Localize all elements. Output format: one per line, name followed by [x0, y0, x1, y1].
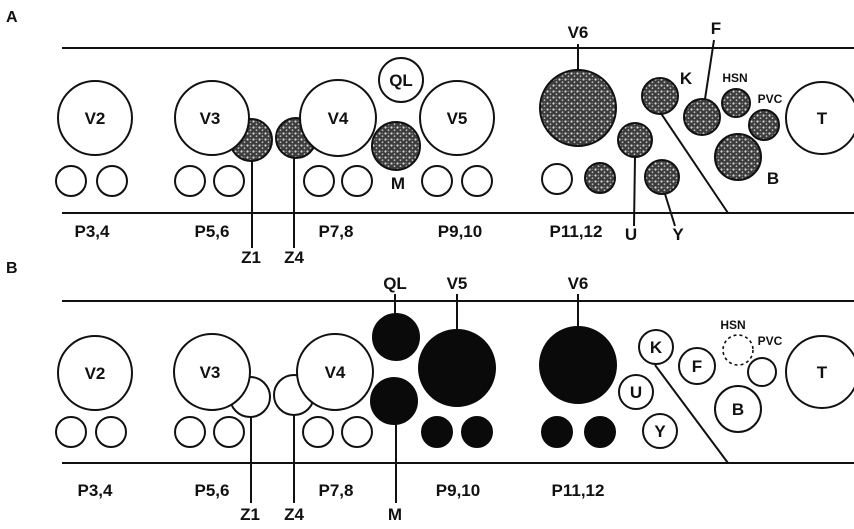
cell-p12-a: [585, 163, 615, 193]
cell-p7-b: [303, 417, 333, 447]
panel-a-p-label-1: P3,4: [75, 222, 111, 241]
cell-m-label: M: [391, 174, 405, 193]
panel-a-p-label-5: P11,12: [550, 222, 603, 241]
cell-t-label: T: [817, 109, 828, 128]
panel-b-p-label-2: P5,6: [195, 481, 230, 500]
cell-p8-b: [342, 417, 372, 447]
cell-v4-label: V4: [328, 109, 349, 128]
cell-ql-label: QL: [389, 71, 413, 90]
cell-v3-label: V3: [200, 109, 221, 128]
cell-ql-b-label: QL: [383, 274, 407, 293]
cell-t-b-label: T: [817, 363, 828, 382]
cell-p10-a: [462, 166, 492, 196]
cell-b-label: B: [767, 169, 779, 188]
cell-v2-label: V2: [85, 109, 106, 128]
cell-z4-label: Z4: [284, 248, 304, 267]
cell-z1-label: Z1: [241, 248, 261, 267]
panel-b-letter: B: [6, 260, 18, 277]
cell-p4-b: [96, 417, 126, 447]
cell-pvc: [749, 110, 779, 140]
cell-p11-a: [542, 164, 572, 194]
cell-f-b-label: F: [692, 357, 702, 376]
cell-hsn: [722, 89, 750, 117]
cell-v5-b-label: V5: [447, 274, 468, 293]
cell-v2-b-label: V2: [85, 364, 106, 383]
cell-v5-label: V5: [447, 109, 468, 128]
cell-b: [715, 134, 761, 180]
cell-b-b-label: B: [732, 400, 744, 419]
cell-hsn-b-label: HSN: [720, 318, 745, 332]
cell-z4-b-label: Z4: [284, 505, 304, 524]
cell-y-label: Y: [672, 225, 684, 244]
cell-p6-a: [214, 166, 244, 196]
cell-p4-a: [97, 166, 127, 196]
cell-v6-label: V6: [568, 23, 589, 42]
cell-y-b-label: Y: [654, 422, 666, 441]
panel-a: A V2 V3 V4 QL M V5 V6: [6, 9, 854, 267]
cell-pvc-b-label: PVC: [758, 334, 783, 348]
cell-p8-a: [342, 166, 372, 196]
cell-v5-b: [419, 330, 495, 406]
cell-p11-b: [542, 417, 572, 447]
cell-pvc-b: [748, 358, 776, 386]
cell-u-label: U: [625, 225, 637, 244]
panel-b-p-label-5: P11,12: [552, 481, 605, 500]
panel-a-p-label-2: P5,6: [195, 222, 230, 241]
cell-k: [642, 78, 678, 114]
cell-m-b-label: M: [388, 505, 402, 524]
cell-k-b-label: K: [650, 338, 663, 357]
cell-p12-b: [585, 417, 615, 447]
cell-u-b-label: U: [630, 383, 642, 402]
cell-v6-b-label: V6: [568, 274, 589, 293]
cell-f-label: F: [711, 19, 721, 38]
cell-v6-b: [540, 327, 616, 403]
cell-hsn-b: [723, 335, 753, 365]
cell-v3-b-label: V3: [200, 363, 221, 382]
cell-u: [618, 123, 652, 157]
panel-b-p-label-1: P3,4: [78, 481, 114, 500]
panel-b-p-label-3: P7,8: [319, 481, 354, 500]
cell-p3-a: [56, 166, 86, 196]
cell-ql-b: [373, 314, 419, 360]
cell-p10-b: [462, 417, 492, 447]
panel-b: B V2 V3 V4 QL M V5 V: [6, 260, 854, 524]
cell-v6: [540, 70, 616, 146]
cell-pvc-label: PVC: [758, 92, 783, 106]
panel-a-p-label-3: P7,8: [319, 222, 354, 241]
cell-p9-b: [422, 417, 452, 447]
cell-p6-b: [214, 417, 244, 447]
cell-u-leader: [634, 157, 635, 226]
cell-m-b: [371, 378, 417, 424]
cell-p5-a: [175, 166, 205, 196]
cell-p7-a: [304, 166, 334, 196]
panel-b-p-label-4: P9,10: [436, 481, 480, 500]
cell-z1-b-label: Z1: [240, 505, 260, 524]
cell-k-label: K: [680, 69, 693, 88]
panel-a-letter: A: [6, 9, 18, 26]
cell-v4-b-label: V4: [325, 363, 346, 382]
cell-y-leader: [665, 194, 675, 226]
cell-p3-b: [56, 417, 86, 447]
panel-a-p-label-4: P9,10: [438, 222, 482, 241]
cell-m: [372, 122, 420, 170]
cell-p5-b: [175, 417, 205, 447]
cell-p9-a: [422, 166, 452, 196]
cell-hsn-label: HSN: [722, 71, 747, 85]
cell-f: [684, 99, 720, 135]
cell-y: [645, 160, 679, 194]
